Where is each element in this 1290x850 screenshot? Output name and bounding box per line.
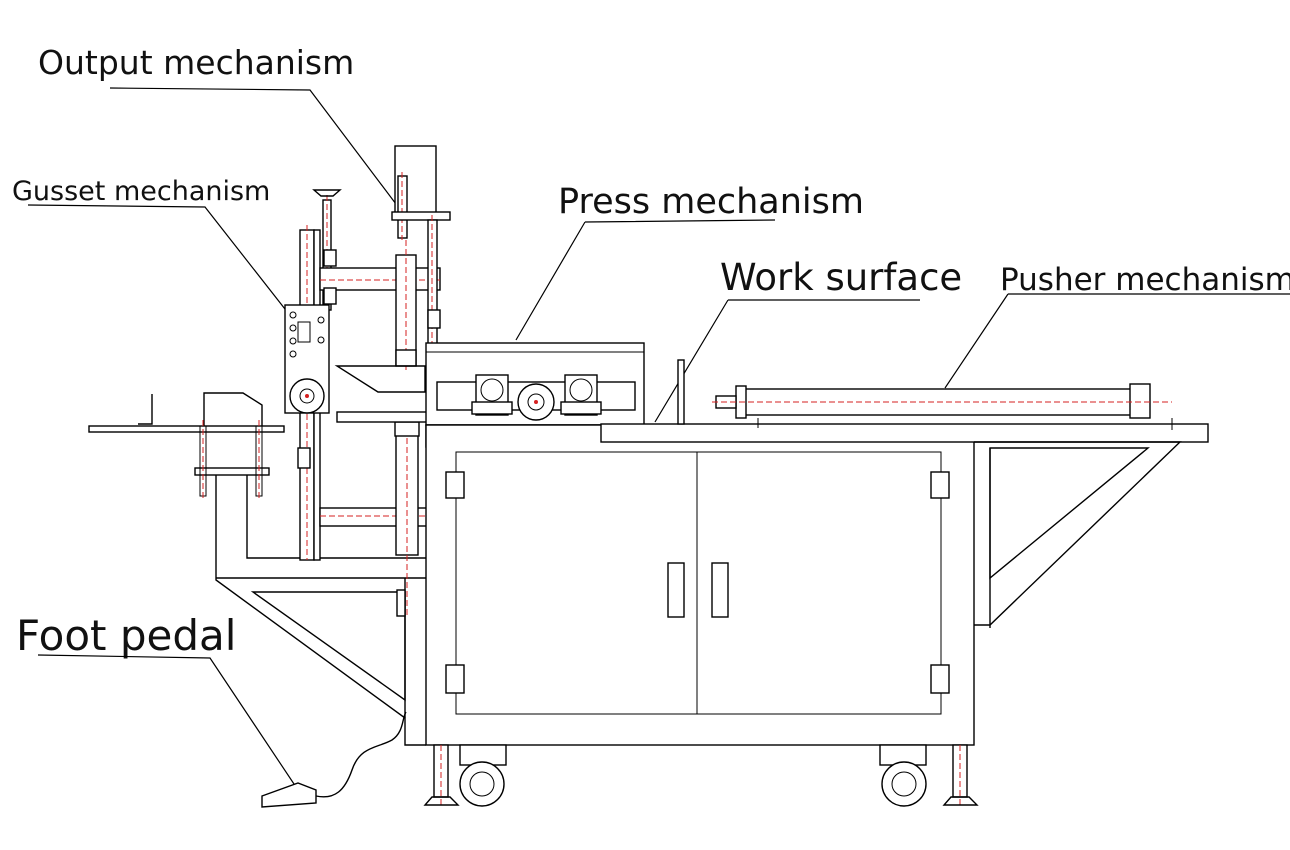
leader-pusher xyxy=(944,293,1290,389)
right-bracket xyxy=(974,441,1182,628)
label-press-mechanism: Press mechanism xyxy=(558,182,864,222)
label-foot-pedal: Foot pedal xyxy=(16,611,236,660)
leader-foot-pedal xyxy=(37,654,299,791)
gusset-plate xyxy=(284,304,330,414)
leader-work-surface xyxy=(654,299,920,423)
leader-output xyxy=(109,87,403,213)
label-pusher-mechanism: Pusher mechanism xyxy=(1000,262,1290,298)
left-frame xyxy=(215,475,426,746)
casters xyxy=(423,744,979,807)
label-output-mechanism: Output mechanism xyxy=(38,43,354,82)
leader-press xyxy=(515,219,776,341)
infeed-table xyxy=(88,392,285,500)
cabinet xyxy=(425,424,975,746)
pusher-cylinder xyxy=(712,383,1182,430)
lower-column xyxy=(394,420,420,617)
label-gusset-mechanism: Gusset mechanism xyxy=(12,176,270,207)
press-chute xyxy=(334,365,428,423)
label-work-surface: Work surface xyxy=(720,256,962,299)
leader-gusset xyxy=(27,204,293,319)
work-surface xyxy=(600,359,1209,443)
foot-pedal xyxy=(261,711,407,808)
leader-lines xyxy=(27,87,1290,791)
output-tower xyxy=(391,145,451,370)
